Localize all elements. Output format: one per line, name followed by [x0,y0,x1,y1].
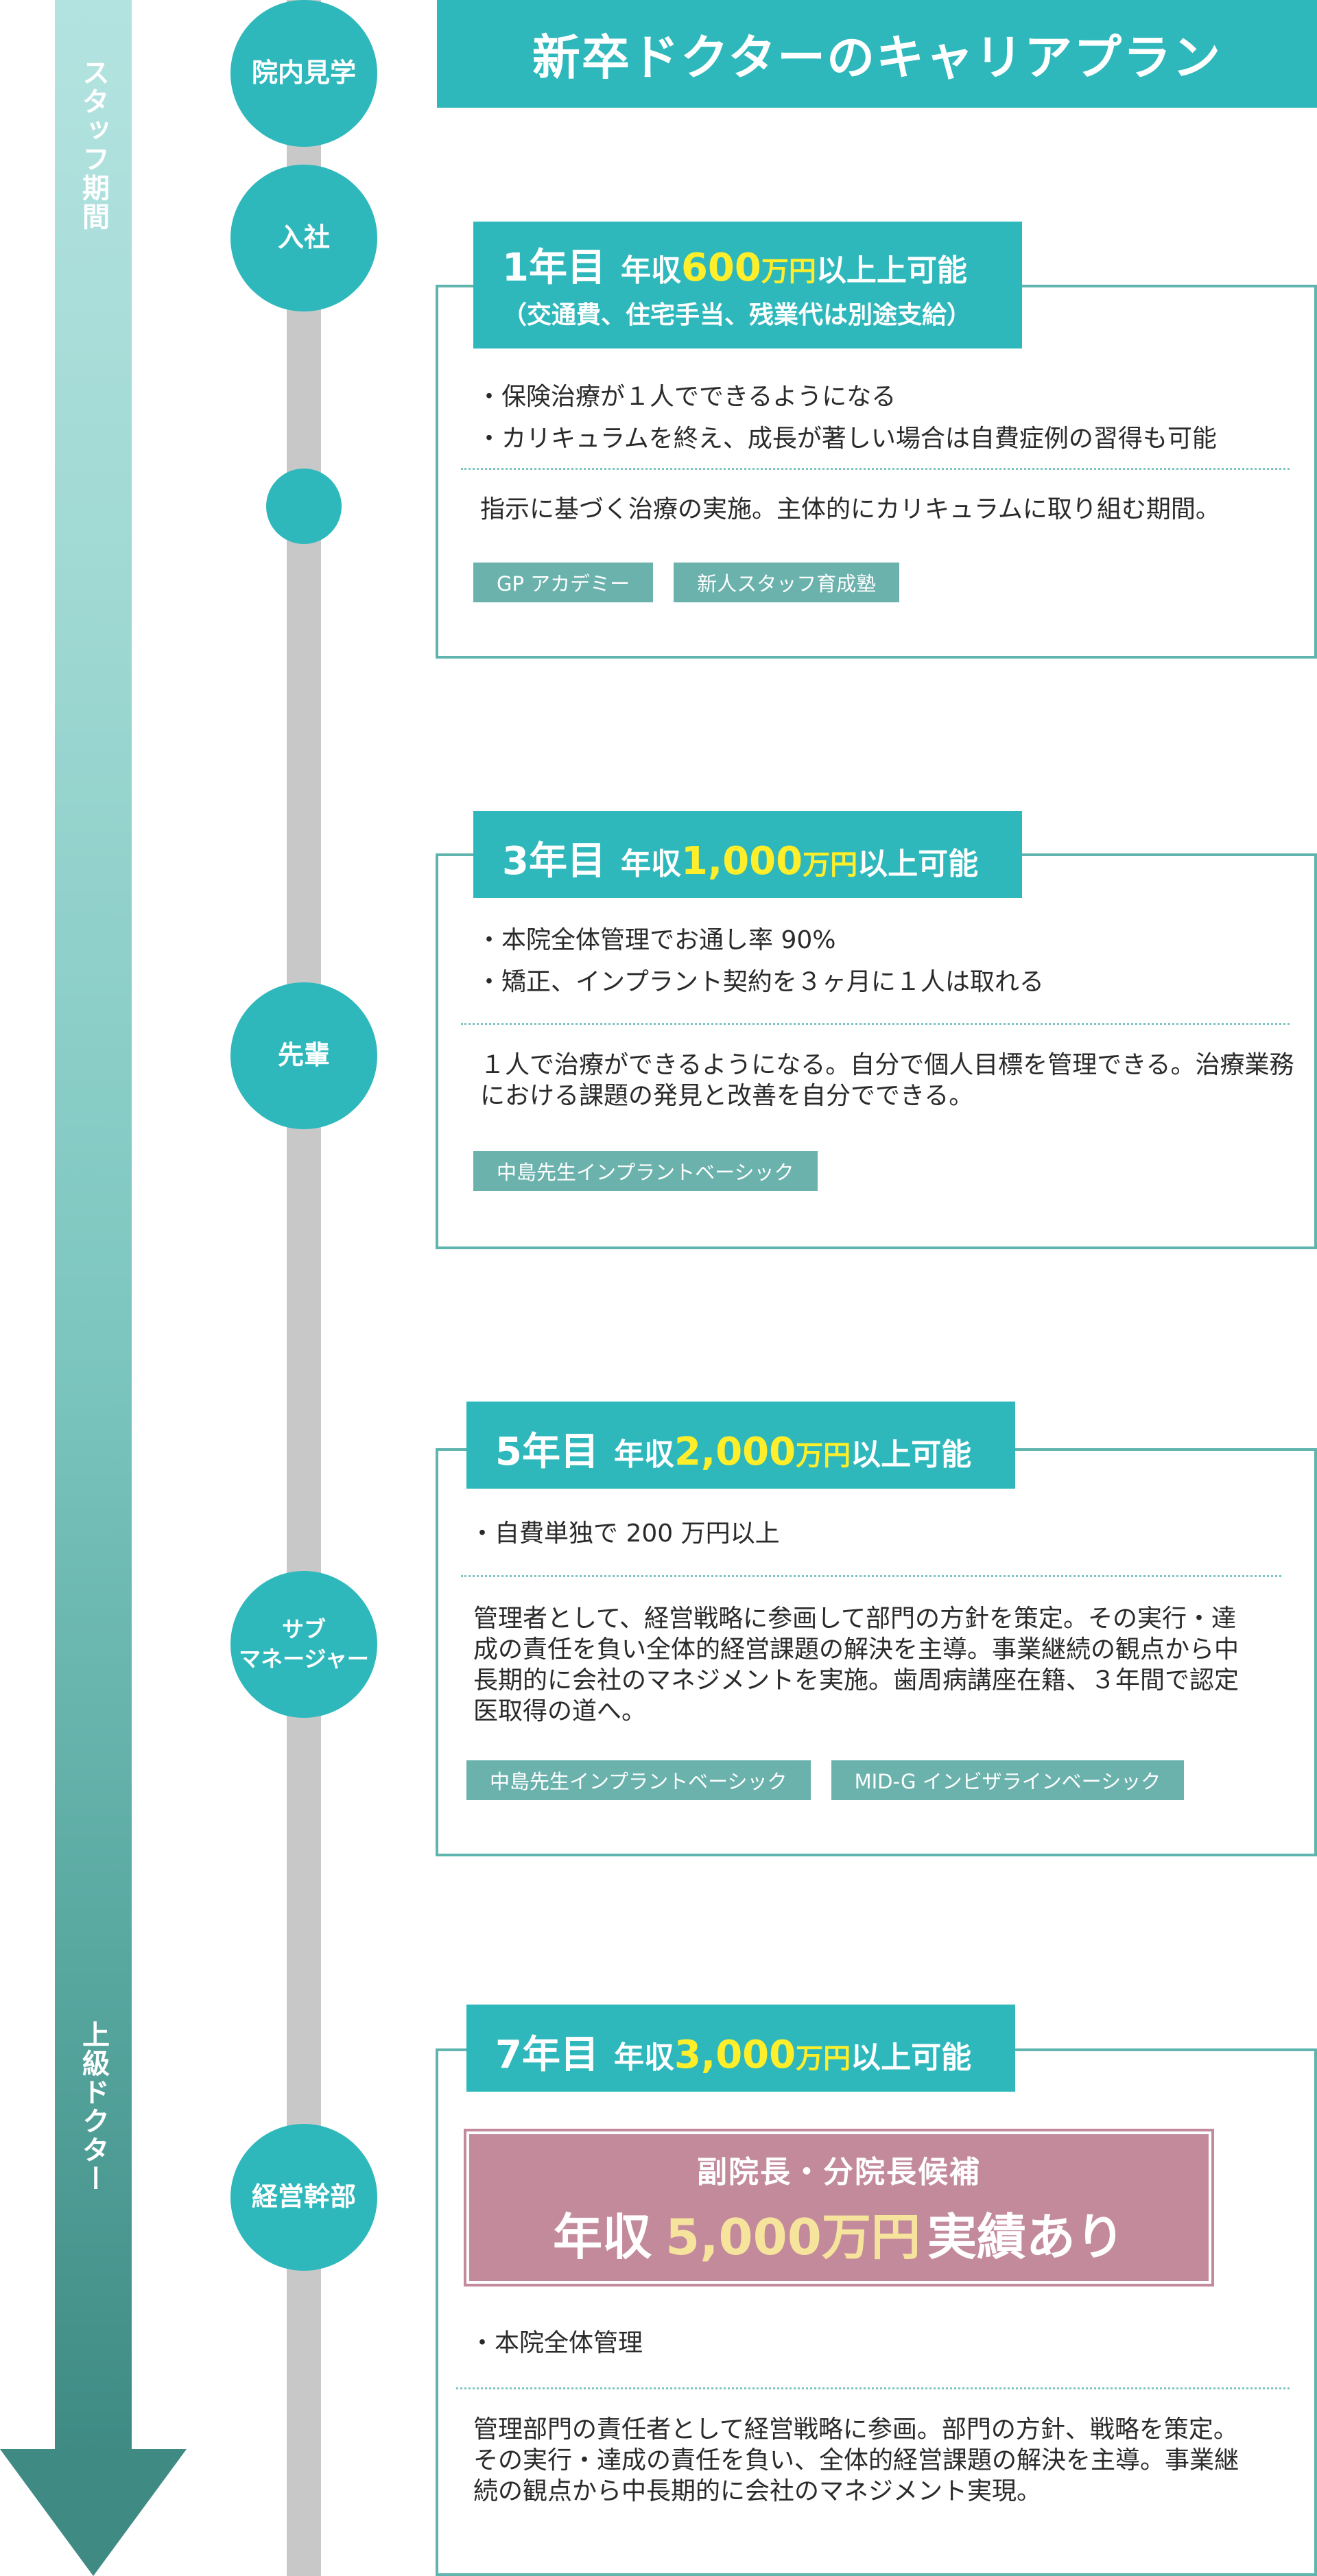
income-suffix: 以上可能 [851,2040,972,2075]
income-suffix: 以上可能 [851,1437,972,1472]
year-label: 1年目 [502,246,606,290]
income-amount: 1,000 [680,839,803,884]
node-senior: 先輩 [230,982,377,1129]
page-title: 新卒ドクターのキャリアプラン [437,0,1317,108]
divider [456,2387,1290,2389]
income-unit: 万円 [796,2043,851,2075]
year-label: 7年目 [495,2033,599,2077]
node-join: 入社 [230,165,377,311]
income-suffix: 以上上可能 [816,253,967,288]
program-tag: MID-G インビザラインベーシック [831,1760,1185,1800]
bullet-list: 自費単独で 200 万円以上 [470,1513,1293,1555]
income-unit: 万円 [796,1440,851,1472]
bullet-list: 本院全体管理でお通し率 90% 矯正、インプラント契約を３ヶ月に１人は取れる [477,919,1300,1003]
year-label: 5年目 [495,1430,599,1474]
list-item: カリキュラムを終え、成長が著しい場合は自費症例の習得も可能 [477,418,1300,460]
list-item: 本院全体管理 [470,2322,1293,2364]
card-description: 指示に基づく治療の実施。主体的にカリキュラムに取り組む期間。 [480,495,1220,523]
card-header: 1年目 年収 600 万円 以上上可能 （交通費、住宅手当、残業代は別途支給） [473,222,1022,348]
promotion-income: 年収 5,000 万円 実績あり [553,2197,1125,2269]
bullet-list: 本院全体管理 [470,2322,1293,2364]
program-tag: 中島先生インプラントベーシック [466,1760,811,1800]
node-sub-manager: サブ マネージャー [230,1571,377,1718]
divider [461,1023,1290,1025]
divider [461,468,1290,470]
divider [461,1575,1281,1577]
node-label: 入社 [277,222,330,253]
income-amount: 600 [680,246,761,290]
card-header: 7年目 年収 3,000 万円 以上可能 [466,2005,1015,2092]
senior-doctor-label: 上級ドクター [78,2020,109,2193]
promotion-suffix: 実績あり [927,2208,1125,2266]
promotion-amount: 5,000 [665,2208,822,2266]
card-header: 3年目 年収 1,000 万円 以上可能 [473,811,1022,898]
promotion-banner: 副院長・分院長候補 年収 5,000 万円 実績あり [464,2129,1214,2287]
income-unit: 万円 [803,849,858,881]
node-label: サブ [281,1616,326,1642]
promotion-prefix: 年収 [553,2208,652,2266]
node-label: 経営幹部 [251,2182,356,2212]
income-unit: 万円 [761,256,816,287]
income-prefix: 年収 [613,1437,674,1472]
node-label: 先輩 [277,1040,330,1071]
list-item: 自費単独で 200 万円以上 [470,1513,1293,1555]
tag-list: 中島先生インプラントベーシック [473,1151,818,1191]
list-item: 保険治療が１人でできるようになる [477,376,1300,418]
tag-list: GP アカデミー 新人スタッフ育成塾 [473,563,900,602]
node-label: マネージャー [239,1646,369,1672]
income-amount: 3,000 [674,2033,796,2077]
income-prefix: 年収 [620,847,681,882]
node-dot [266,469,342,544]
income-note: （交通費、住宅手当、残業代は別途支給） [502,301,972,329]
promotion-title: 副院長・分院長候補 [697,2154,981,2190]
card-description: 管理者として、経営戦略に参画して部門の方針を策定。その実行・達成の責任を負い全体… [473,1605,1239,1725]
staff-period-label: スタッフ期間 [78,58,109,231]
bullet-list: 保険治療が１人でできるようになる カリキュラムを終え、成長が著しい場合は自費症例… [477,376,1300,460]
income-prefix: 年収 [620,253,681,288]
program-tag: GP アカデミー [473,563,654,602]
card-description: １人で治療ができるようになる。自分で個人目標を管理できる。治療業務における課題の… [480,1051,1294,1110]
tag-list: 中島先生インプラントベーシック MID-G インビザラインベーシック [466,1760,1185,1800]
card-description: 管理部門の責任者として経営戦略に参画。部門の方針、戦略を策定。その実行・達成の責… [473,2415,1239,2505]
income-amount: 2,000 [674,1430,796,1474]
program-tag: 新人スタッフ育成塾 [674,563,900,602]
node-label: 院内見学 [251,58,356,88]
card-header: 5年目 年収 2,000 万円 以上可能 [466,1402,1015,1489]
node-tour: 院内見学 [230,0,377,147]
program-tag: 中島先生インプラントベーシック [473,1151,818,1191]
node-executive: 経営幹部 [230,2124,377,2271]
list-item: 矯正、インプラント契約を３ヶ月に１人は取れる [477,961,1300,1003]
career-arrow [55,0,132,2453]
income-suffix: 以上可能 [857,847,979,882]
list-item: 本院全体管理でお通し率 90% [477,919,1300,961]
arrow-head [0,2449,187,2576]
income-prefix: 年収 [613,2040,674,2075]
promotion-unit: 万円 [821,2208,921,2266]
year-label: 3年目 [502,839,606,884]
